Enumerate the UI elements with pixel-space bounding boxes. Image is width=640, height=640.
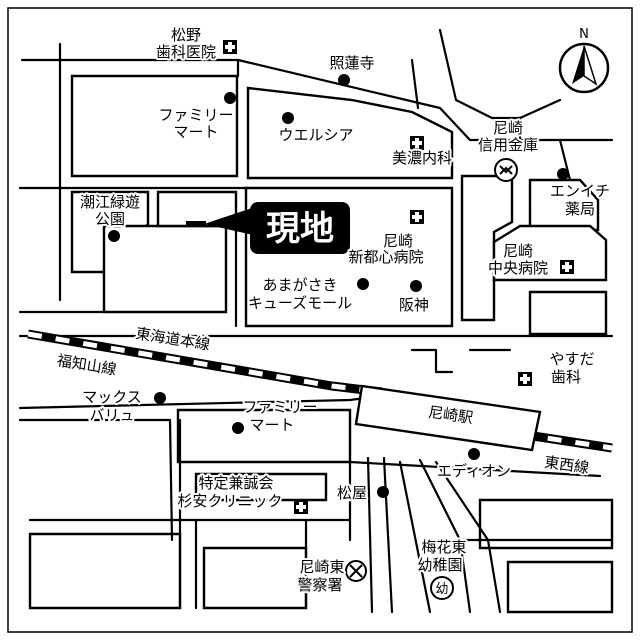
shioe-park-dot [108,230,120,242]
label-hanshin: 阪神 [399,296,429,314]
map-labels: 松野 歯科医院 照蓮寺 ファミリー マート ウエルシア 尼崎 信用金庫 美濃内科… [54,24,612,596]
label-cues-mall-1: あまがさき [262,276,337,294]
label-familymart-1-2: マート [173,123,218,141]
police-icon [345,560,367,582]
label-welcia: ウエルシア [278,126,353,144]
label-mino-naika: 美濃内科 [392,149,452,167]
label-shorenji: 照蓮寺 [329,54,374,72]
label-chuo-hospital-2: 中央病院 [488,259,548,277]
label-ennichi-2: 薬局 [565,200,595,218]
label-aeon: エディオン [437,462,511,480]
chuo-hospital-icon [560,260,574,274]
label-shioe-park-2: 公園 [95,210,125,228]
yasuda-dental-icon [518,372,532,386]
shorenji-dot [338,74,350,86]
sugiyasu-clinic-icon [294,500,308,514]
north-arrow-icon: N [558,27,610,94]
cues-mall-dot [357,278,369,290]
hanshin-dot [410,280,422,292]
medical-icons [223,40,574,514]
label-sugiyasu-1: 特定兼誠会 [198,474,273,492]
label-police-2: 警察署 [297,576,342,594]
label-familymart-2-2: マート [249,416,294,434]
label-shintoshin-2: 新都心病院 [348,248,423,266]
label-matsuno-2: 歯科医院 [156,43,216,61]
svg-text:幼: 幼 [435,582,448,597]
matsuya-dot [377,486,389,498]
welcia-dot [282,112,294,124]
label-yasuda-2: 歯科 [551,368,581,386]
maxvalu-dot [154,392,166,404]
familymart-1-dot [224,92,236,104]
poi-dots [108,74,569,498]
label-amagasaki-shinyo-1: 尼崎 [493,119,523,137]
label-ennichi-1: エンイチ [550,182,610,200]
label-shioe-park-1: 潮江緑遊 [80,193,140,211]
city-blocks [28,74,614,614]
north-label: N [579,27,589,42]
label-familymart-2-1: ファミリー [242,398,317,416]
label-umehana-2: 幼稚園 [417,556,462,574]
aeon-dot [468,448,480,460]
ennichi-dot [557,168,569,180]
label-yasuda-1: やすだ [549,350,594,368]
label-umehana-1: 梅花東 [421,538,466,556]
mino-naika-hospital-icon [410,136,424,150]
label-familymart-1-1: ファミリー [158,106,233,124]
label-amagasaki-shinyo-2: 信用金庫 [478,136,538,154]
matsuno-hospital-icon [223,40,237,54]
familymart-2-dot [232,422,244,434]
label-cues-mall-2: キューズモール [248,294,352,312]
current-location-marker[interactable]: 現地 [186,202,350,254]
amagasaki-station-building [354,384,542,452]
label-matsuya: 松屋 [337,484,367,502]
label-police-1: 尼崎東 [299,558,344,576]
label-sugiyasu-2: 杉安クリニック [177,492,282,510]
label-shintoshin-1: 尼崎 [383,232,413,250]
kindergarten-icon: 幼 [430,576,454,600]
label-chuo-hospital-1: 尼崎 [503,242,533,260]
label-matsuno-1: 松野 [171,26,201,44]
current-location-label: 現地 [266,209,334,249]
shintoshin-hospital-icon [410,210,424,224]
label-maxvalu-1: マックス [82,388,142,406]
label-maxvalu-2: バリュ [89,406,134,424]
bank-icon [494,158,518,182]
